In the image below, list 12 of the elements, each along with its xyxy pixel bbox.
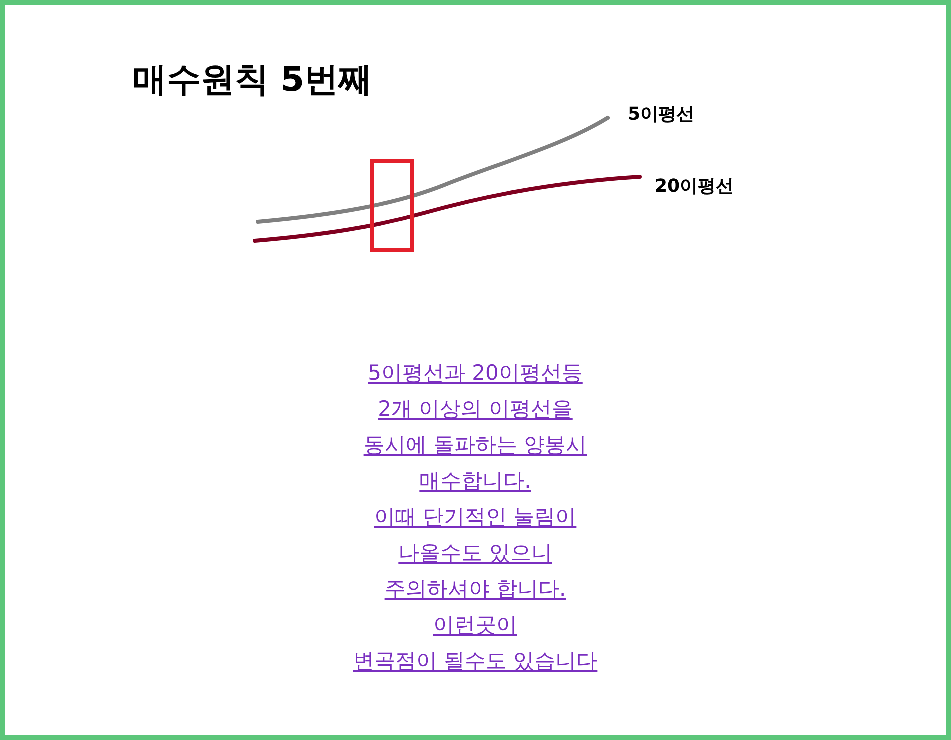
- link-text: 5이평선과 20이평선등: [368, 360, 583, 387]
- link-text: 주의하셔야 합니다.: [384, 576, 566, 603]
- link-text: 2개 이상의 이평선을: [378, 396, 573, 423]
- line-label: 5이평선: [628, 103, 695, 126]
- link-text: 변곡점이 될수도 있습니다: [353, 648, 598, 675]
- link-text: 동시에 돌파하는 양봉시: [364, 432, 588, 459]
- line-label: 20이평선: [655, 175, 734, 198]
- link-text: 나올수도 있으니: [398, 540, 552, 567]
- title: 매수원칙 5번째: [133, 59, 372, 102]
- link-text: 매수합니다.: [420, 468, 532, 495]
- link-text: 이때 단기적인 눌림이: [374, 504, 577, 531]
- link-text: 이런곳이: [434, 612, 518, 639]
